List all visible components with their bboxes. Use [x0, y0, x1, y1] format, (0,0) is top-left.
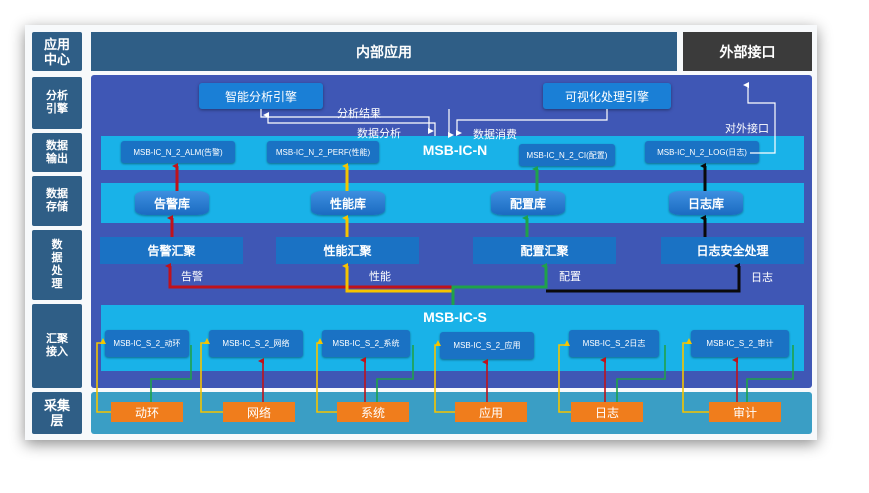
- msb-s-input-system: MSB-IC_S_2_系统: [322, 330, 410, 357]
- source-log: 日志: [571, 402, 643, 422]
- alarm-database: 告警库: [135, 191, 209, 215]
- msb-s-input-app: MSB-IC_S_2_应用: [440, 332, 534, 359]
- label-config: 配置: [559, 271, 581, 283]
- msb-s-input-audit: MSB-IC_S_2_审计: [691, 330, 789, 357]
- layer-data-storage: 数据 存储: [32, 176, 82, 226]
- msb-n-output-perf: MSB-IC_N_2_PERF(性能): [267, 141, 379, 163]
- collection-band: [91, 392, 812, 434]
- label-data-consumption: 数据消费: [473, 129, 517, 141]
- label-analysis-result: 分析结果: [337, 108, 381, 120]
- log-security-processing: 日志安全处理: [661, 237, 804, 264]
- architecture-diagram: 应用 中心 分析 引擎 数据 输出 数据 存储 数 据 处 理 汇聚 接入 采集…: [25, 25, 817, 440]
- config-aggregation: 配置汇聚: [473, 237, 616, 264]
- smart-analysis-engine: 智能分析引擎: [199, 83, 323, 109]
- external-interface-band: 外部接口: [683, 32, 812, 71]
- source-audit: 审计: [709, 402, 781, 422]
- msb-ic-n-title: MSB-IC-N: [422, 142, 488, 158]
- msb-n-output-ci: MSB-IC_N_2_CI(配置): [519, 144, 615, 166]
- layer-aggregation-access: 汇聚 接入: [32, 304, 82, 388]
- msb-s-input-env: MSB-IC_S_2_动环: [105, 330, 189, 357]
- label-performance: 性能: [369, 271, 391, 283]
- layer-data-output: 数据 输出: [32, 133, 82, 172]
- label-log: 日志: [751, 272, 773, 284]
- source-network: 网络: [223, 402, 295, 422]
- msb-s-input-network: MSB-IC_S_2_网络: [209, 330, 303, 357]
- source-app: 应用: [455, 402, 527, 422]
- msb-n-output-alarm: MSB-IC_N_2_ALM(告警): [121, 141, 235, 163]
- performance-aggregation: 性能汇聚: [276, 237, 419, 264]
- msb-n-output-log: MSB-IC_N_2_LOG(日志): [645, 141, 759, 163]
- layer-app-center: 应用 中心: [32, 32, 82, 71]
- msb-s-input-log: MSB-IC_S_2日志: [569, 330, 659, 357]
- source-system: 系统: [337, 402, 409, 422]
- visual-processing-engine: 可视化处理引擎: [543, 83, 671, 109]
- alarm-aggregation: 告警汇聚: [100, 237, 243, 264]
- label-external-interface: 对外接口: [725, 123, 769, 135]
- label-alarm: 告警: [181, 271, 203, 283]
- log-database: 日志库: [669, 191, 743, 215]
- layer-analysis-engine: 分析 引擎: [32, 77, 82, 129]
- performance-database: 性能库: [311, 191, 385, 215]
- layer-data-processing: 数 据 处 理: [32, 230, 82, 300]
- config-database: 配置库: [491, 191, 565, 215]
- layer-collection: 采集 层: [32, 392, 82, 434]
- source-env: 动环: [111, 402, 183, 422]
- internal-app-band: 内部应用: [91, 32, 677, 71]
- label-data-analysis: 数据分析: [357, 128, 401, 140]
- msb-ic-s-title: MSB-IC-S: [423, 309, 487, 325]
